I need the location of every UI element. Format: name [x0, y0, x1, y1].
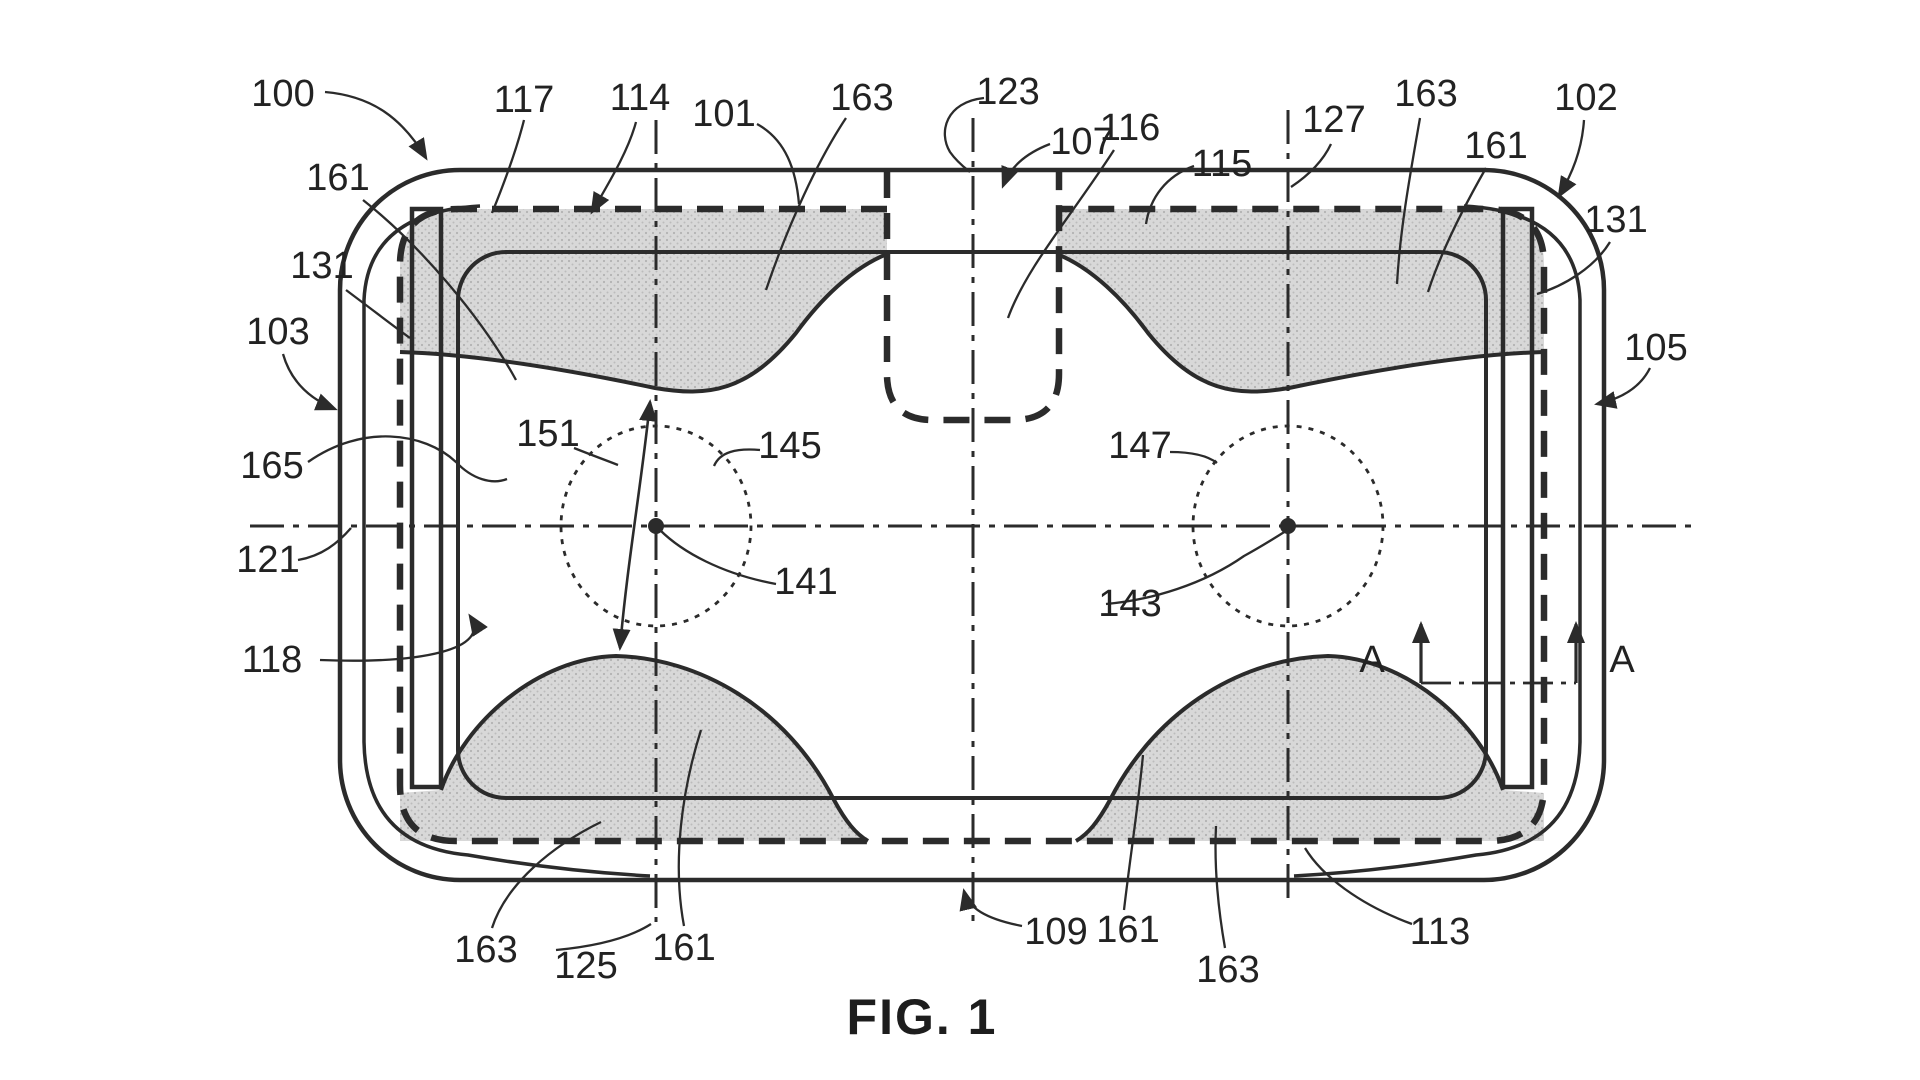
leader-141 [659, 529, 777, 586]
leader-161-top-left [362, 199, 518, 381]
ref-163-top-right: 163 [1394, 73, 1457, 115]
ref-143: 143 [1098, 583, 1161, 625]
ref-147: 147 [1108, 425, 1171, 467]
leader-118 [319, 613, 488, 662]
antenna-window-top-right [1057, 209, 1544, 392]
leader-151 [573, 446, 619, 467]
ref-161-top-right: 161 [1464, 125, 1527, 167]
ref-161-bottom-left: 161 [652, 927, 715, 969]
leader-131-left [345, 289, 411, 339]
antenna-window-top-left [400, 209, 887, 392]
leader-102 [1557, 119, 1586, 199]
leader-113 [1304, 847, 1413, 926]
ref-131-right: 131 [1584, 199, 1647, 241]
leader-109 [959, 888, 1023, 928]
antenna-window-top-left-boundary [399, 252, 888, 394]
ref-141: 141 [774, 561, 837, 603]
section-label-a-right: A [1609, 639, 1635, 681]
dashed-split-outline [396, 205, 1548, 845]
inner-housing-surface-right [1293, 204, 1582, 878]
section-a-a-marker: A A [1359, 621, 1635, 685]
leader-117 [490, 119, 526, 214]
ref-125: 125 [554, 945, 617, 987]
leader-107 [1001, 142, 1051, 189]
leader-145 [712, 448, 761, 467]
ref-163-bottom-right: 163 [1196, 949, 1259, 991]
leader-103 [281, 353, 338, 411]
ref-107: 107 [1050, 121, 1113, 163]
ref-163-top-left: 163 [830, 77, 893, 119]
leader-163-bottom-right [1214, 825, 1227, 949]
leader-116 [1006, 149, 1115, 319]
ref-165: 165 [240, 445, 303, 487]
antenna-window-bottom-right-boundary [1074, 653, 1505, 843]
leader-123 [943, 96, 985, 173]
leader-105 [1594, 367, 1652, 409]
leader-101 [756, 122, 801, 205]
measurement-arrow-151 [612, 399, 658, 651]
antenna-window-bottom-left-boundary [439, 653, 870, 843]
dotted-circle-right [1191, 424, 1385, 628]
figure-caption: FIG. 1 [847, 989, 998, 1045]
leader-127 [1290, 143, 1333, 188]
inner-housing-surface-left [362, 204, 651, 878]
leader-100 [324, 90, 428, 161]
ref-123: 123 [976, 71, 1039, 113]
leader-131-right [1536, 241, 1611, 296]
ref-118: 118 [242, 639, 303, 681]
leader-165 [307, 435, 508, 483]
leader-143 [1105, 528, 1290, 606]
ref-116: 116 [1100, 107, 1161, 149]
leader-115 [1144, 164, 1195, 225]
leader-121 [297, 527, 352, 562]
antenna-window-top-right-boundary [1056, 252, 1545, 394]
display-boundary [456, 250, 1488, 800]
ref-127: 127 [1302, 99, 1365, 141]
leader-161-bottom-left [677, 729, 703, 927]
ref-109: 109 [1024, 911, 1087, 953]
ref-100: 100 [251, 73, 314, 115]
ref-151: 151 [516, 413, 579, 455]
leader-147 [1169, 450, 1218, 464]
ref-161-bottom-right: 161 [1096, 909, 1159, 951]
ref-145: 145 [758, 425, 821, 467]
leader-161-bottom-right [1122, 754, 1145, 911]
side-bracket-right [1500, 206, 1535, 790]
ref-131-left: 131 [290, 245, 353, 287]
leader-163-top-right [1395, 117, 1422, 285]
center-dot-right [1280, 518, 1296, 534]
leader-125 [555, 923, 652, 952]
leader-163-top-left [764, 117, 847, 291]
ref-117: 117 [494, 79, 555, 121]
antenna-window-bottom-left [400, 656, 868, 841]
ref-161-top-left: 161 [306, 157, 369, 199]
ref-121: 121 [236, 539, 299, 581]
outer-housing-outline [337, 167, 1607, 883]
ref-114: 114 [610, 77, 671, 119]
ref-103: 103 [246, 311, 309, 353]
ref-105: 105 [1624, 327, 1687, 369]
ref-102: 102 [1554, 77, 1617, 119]
leader-163-bottom-left [490, 820, 602, 929]
antenna-window-bottom-right [1076, 656, 1544, 841]
leader-114 [590, 121, 638, 215]
ref-101: 101 [692, 93, 755, 135]
ref-163-bottom-left: 163 [454, 929, 517, 971]
ref-115: 115 [1192, 143, 1253, 185]
leader-161-top-right [1426, 167, 1487, 293]
notch-outline [883, 172, 1063, 424]
section-label-a-left: A [1359, 639, 1385, 681]
ref-113: 113 [1410, 911, 1471, 953]
side-bracket-left [409, 206, 444, 790]
